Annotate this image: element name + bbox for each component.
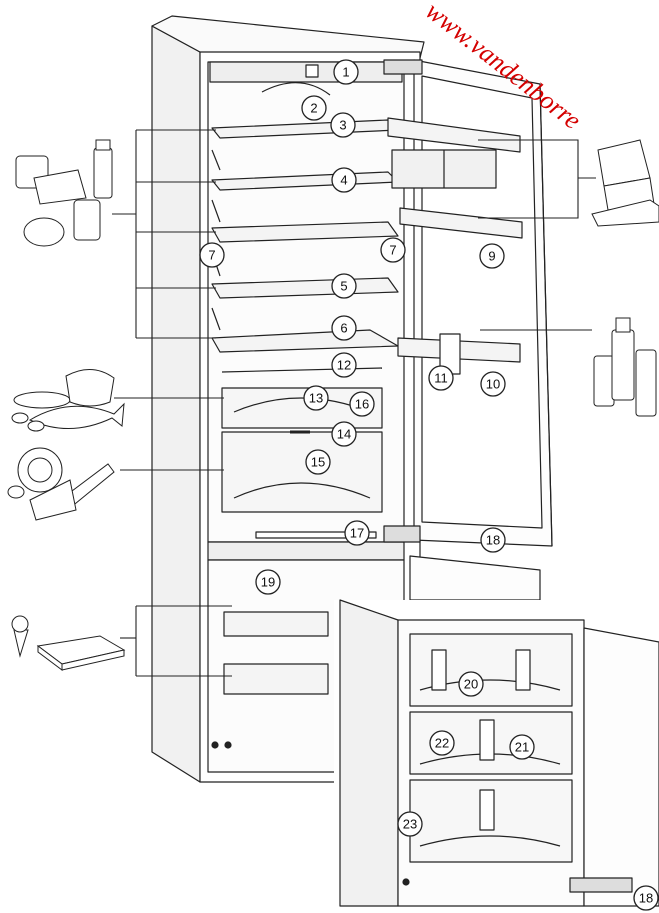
callout-5-label: 5	[340, 279, 347, 294]
freezer-drawer-1	[223, 611, 329, 637]
leader-lines	[112, 129, 596, 677]
food-eggs-butter-group	[591, 139, 659, 227]
callout-22: 22	[429, 730, 455, 756]
callout-7-left: 7	[199, 242, 225, 268]
callout-18-lower: 18	[633, 885, 659, 911]
callout-4-label: 4	[340, 173, 347, 188]
callout-17-label: 17	[350, 526, 364, 541]
freezer-inset-door	[583, 627, 659, 907]
callout-2: 2	[301, 95, 327, 121]
door-balcony-middle	[399, 207, 523, 239]
compartment-divider	[207, 541, 405, 561]
callout-2-label: 2	[310, 101, 317, 116]
freezer-inset-hinge	[569, 877, 633, 893]
callout-23: 23	[397, 811, 423, 837]
callout-3: 3	[330, 112, 356, 138]
food-dairy-group	[15, 139, 113, 247]
food-bottles-group	[593, 317, 657, 417]
callout-3-label: 3	[339, 118, 346, 133]
callout-1: 1	[333, 59, 359, 85]
callout-5: 5	[331, 273, 357, 299]
freezer-inset-side	[339, 599, 399, 907]
cabinet-top	[151, 15, 425, 59]
callout-15-label: 15	[311, 455, 325, 470]
callout-1-label: 1	[342, 65, 349, 80]
light-housing	[261, 82, 331, 96]
callout-12-label: 12	[337, 358, 351, 373]
food-icecream-group	[11, 615, 126, 671]
callout-10: 10	[480, 371, 506, 397]
shelf-7	[211, 221, 399, 243]
callout-12: 12	[331, 352, 357, 378]
food-vegetable-group	[7, 447, 115, 521]
callout-15: 15	[305, 449, 331, 475]
callout-16: 16	[349, 391, 375, 417]
door-hinge-top	[383, 59, 423, 75]
callout-11: 11	[428, 365, 454, 391]
callout-10-label: 10	[486, 377, 500, 392]
door-balcony-top	[387, 117, 521, 153]
callout-19: 19	[255, 569, 281, 595]
callout-16-label: 16	[355, 397, 369, 412]
callout-7-right-label: 7	[389, 243, 396, 258]
callout-23-label: 23	[403, 817, 417, 832]
cabinet-side-panel	[151, 25, 201, 783]
callout-6: 6	[331, 315, 357, 341]
callout-13-label: 13	[309, 391, 323, 406]
callout-21-label: 21	[515, 740, 529, 755]
callout-18-upper: 18	[480, 527, 506, 553]
callout-14-label: 14	[337, 427, 351, 442]
callout-7-left-label: 7	[208, 248, 215, 263]
callout-20: 20	[458, 671, 484, 697]
callout-markers: 1 2 3 4 5 6 7 7 9 10 11 12 13 14 15 16 1…	[199, 59, 659, 911]
callout-17: 17	[344, 520, 370, 546]
callout-9: 9	[479, 243, 505, 269]
freezer-door	[409, 555, 541, 601]
callout-18-lower-label: 18	[639, 891, 653, 906]
callout-9-label: 9	[488, 249, 495, 264]
callout-18-upper-label: 18	[486, 533, 500, 548]
callout-19-label: 19	[261, 575, 275, 590]
callout-20-label: 20	[464, 677, 478, 692]
callout-13: 13	[303, 385, 329, 411]
callout-22-label: 22	[435, 736, 449, 751]
callout-21: 21	[509, 734, 535, 760]
food-meat-fish-group	[11, 369, 125, 432]
door-hinge-middle	[383, 525, 421, 543]
callout-11-label: 11	[434, 371, 448, 386]
callout-6-label: 6	[340, 321, 347, 336]
callout-4: 4	[331, 167, 357, 193]
drawer-lower	[221, 431, 383, 513]
callout-7-right: 7	[380, 237, 406, 263]
freezer-drawer-2	[223, 663, 329, 695]
callout-14: 14	[331, 421, 357, 447]
